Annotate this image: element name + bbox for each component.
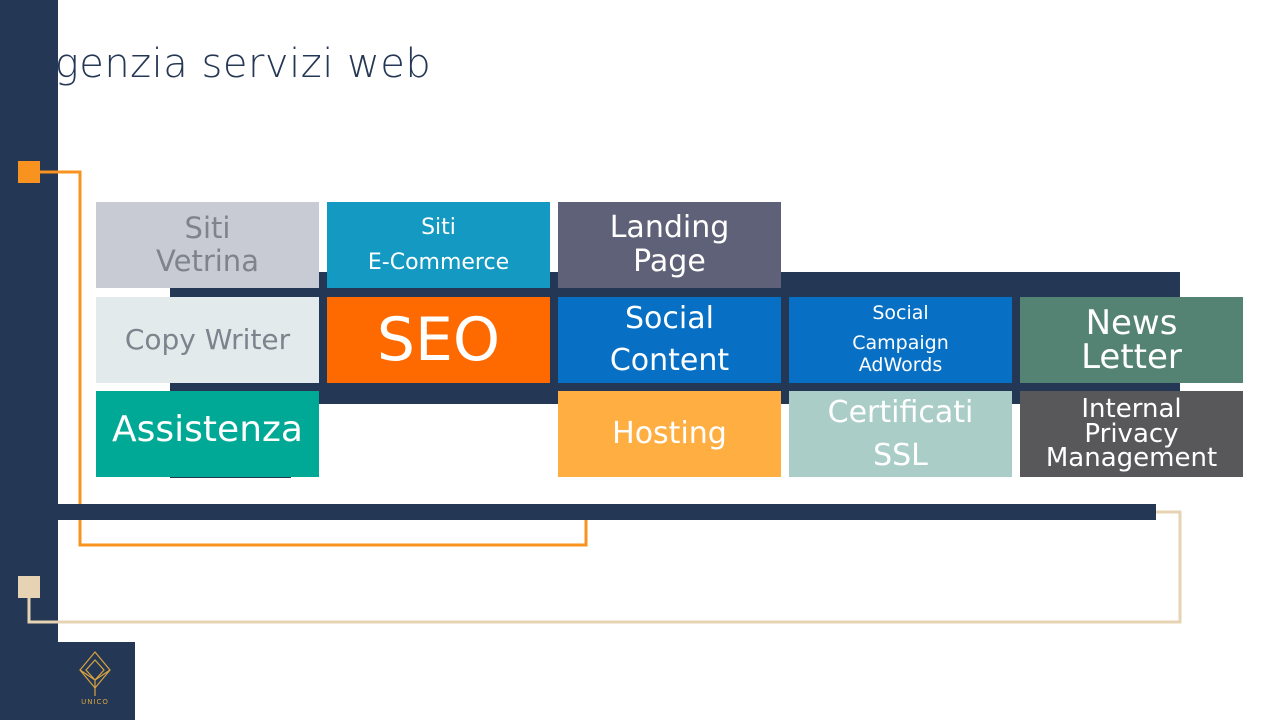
tile-hosting[interactable]: Hosting (558, 391, 781, 477)
tile-certificati-ssl[interactable]: Certificati SSL (789, 391, 1012, 477)
bottom-dark-band (58, 504, 1156, 520)
tile-news-letter-line1: News (1085, 303, 1178, 343)
tile-assistenza-line1: Assistenza (112, 409, 303, 450)
beige-connector (27, 510, 1182, 624)
tile-social-campaign-line3: AdWords (858, 353, 943, 376)
title-first-letter: A (20, 31, 55, 89)
tile-internal-privacy-line2: Privacy (1084, 418, 1179, 449)
tile-internal-privacy-line1: Internal (1081, 393, 1182, 424)
tile-siti-vetrina-line1: Siti (184, 210, 231, 245)
tile-certificati-ssl-line2: SSL (873, 438, 928, 473)
tile-assistenza[interactable]: Assistenza (96, 391, 319, 477)
orange-square-marker (18, 161, 40, 183)
tile-hosting-line1: Hosting (612, 415, 727, 451)
tile-siti-ecommerce-line2: E-Commerce (367, 250, 510, 275)
tile-certificati-ssl-line1: Certificati (827, 394, 974, 430)
tile-landing-page-line2: Page (633, 244, 706, 279)
tile-landing-page-line1: Landing (609, 209, 730, 245)
tile-social-content[interactable]: Social Content (558, 297, 781, 383)
tile-internal-privacy-line3: Management (1045, 443, 1218, 474)
logo-block (0, 642, 135, 720)
title-rest: genzia servizi web (54, 41, 432, 87)
logo-text: UNICO (81, 698, 109, 706)
tile-social-campaign-line2: Campaign (852, 332, 949, 355)
tile-social-campaign-line1: Social (872, 302, 929, 325)
diamond-logo-icon (79, 651, 111, 696)
tile-siti-vetrina-line2: Vetrina (156, 244, 259, 278)
tile-siti-vetrina[interactable]: Siti Vetrina (96, 202, 319, 288)
tile-copy-writer[interactable]: Copy Writer (96, 297, 319, 383)
tile-news-letter[interactable]: News Letter (1020, 297, 1243, 383)
tile-seo-line1: SEO (376, 304, 501, 375)
beige-square-marker (18, 576, 40, 598)
slide-title: Agenzia servizi web (20, 30, 431, 94)
tile-landing-page[interactable]: Landing Page (558, 202, 781, 288)
tile-social-content-line1: Social (625, 301, 714, 336)
tile-social-content-line2: Content (609, 343, 730, 378)
tile-internal-privacy[interactable]: Internal Privacy Management (1020, 391, 1243, 477)
tile-seo[interactable]: SEO (327, 297, 550, 383)
orange-connector (40, 170, 588, 547)
tile-siti-ecommerce-line1: Siti (421, 214, 456, 240)
tile-social-campaign[interactable]: Social Campaign AdWords (789, 297, 1012, 383)
tile-news-letter-line2: Letter (1081, 337, 1182, 377)
tile-copy-writer-line1: Copy Writer (124, 322, 291, 356)
tile-siti-ecommerce[interactable]: Siti E-Commerce (327, 202, 550, 288)
